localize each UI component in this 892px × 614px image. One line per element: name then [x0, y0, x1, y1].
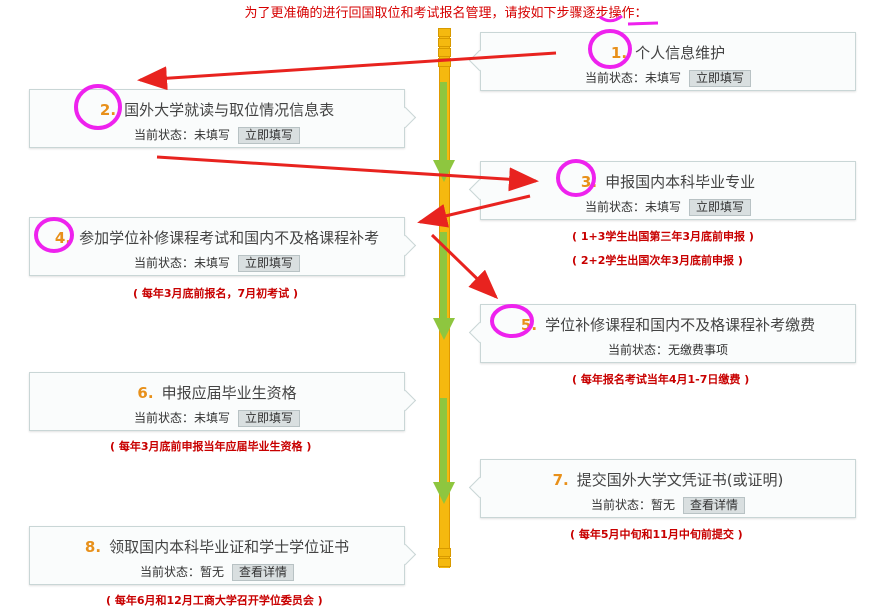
status-value: 无缴费事项: [668, 343, 729, 357]
step4-deadline-note: ( 每年3月底前报名，7月初考试 ): [133, 287, 299, 300]
step-card-3: 3. 申报国内本科毕业专业 当前状态：未填写立即填写: [480, 161, 856, 220]
fill-now-button[interactable]: 立即填写: [238, 127, 301, 144]
step-number: 1.: [610, 44, 628, 62]
timeline-dot: [438, 48, 451, 57]
fill-now-button[interactable]: 立即填写: [689, 70, 752, 87]
step-card-8: 8. 领取国内本科毕业证和学士学位证书 当前状态：暂无查看详情: [29, 526, 405, 585]
step3-deadline-note: ( 2+2学生出国次年3月底前申报 ): [572, 254, 743, 267]
timeline-dot: [438, 548, 451, 557]
step5-deadline-note: ( 每年报名考试当年4月1-7日缴费 ): [572, 373, 750, 386]
step-title: 学位补修课程和国内不及格课程补考缴费: [545, 316, 816, 334]
view-details-button[interactable]: 查看详情: [232, 564, 295, 581]
status-label: 当前状态：: [139, 565, 200, 579]
step-number: 3.: [580, 173, 598, 191]
step-title: 申报国内本科毕业专业: [605, 173, 756, 191]
fill-now-button[interactable]: 立即填写: [689, 199, 752, 216]
status-value: 未填写: [644, 71, 681, 85]
step-card-2: 2. 国外大学就读与取位情况信息表 当前状态：未填写立即填写: [29, 89, 405, 148]
step-title: 国外大学就读与取位情况信息表: [124, 101, 335, 119]
step-card-6: 6. 申报应届毕业生资格 当前状态：未填写立即填写: [29, 372, 405, 431]
timeline-green-segment: [440, 398, 447, 484]
step-number: 6.: [137, 384, 154, 402]
status-label: 当前状态：: [584, 71, 645, 85]
step-card-1: 1. 个人信息维护 当前状态：未填写立即填写: [480, 32, 856, 91]
step-number: 8.: [84, 538, 102, 556]
status-label: 当前状态：: [584, 200, 645, 214]
timeline-arrow-icon: [433, 160, 455, 182]
fill-now-button[interactable]: 立即填写: [238, 255, 301, 272]
step3-deadline-note: ( 1+3学生出国第三年3月底前申报 ): [572, 230, 754, 243]
status-label: 当前状态：: [607, 343, 668, 357]
timeline-dot: [438, 28, 451, 37]
step-title: 领取国内本科毕业证和学士学位证书: [109, 538, 350, 556]
status-label: 当前状态：: [590, 498, 651, 512]
timeline-green-segment: [440, 232, 447, 320]
step8-deadline-note: ( 每年6月和12月工商大学召开学位委员会 ): [106, 594, 323, 607]
step-card-4: 4. 参加学位补修课程考试和国内不及格课程补考 当前状态：未填写立即填写: [29, 217, 405, 276]
step6-deadline-note: ( 每年3月底前申报当年应届毕业生资格 ): [110, 440, 312, 453]
status-value: 暂无: [199, 565, 224, 579]
timeline-green-segment: [440, 82, 447, 162]
status-label: 当前状态：: [133, 411, 194, 425]
step-title: 提交国外大学文凭证书(或证明): [576, 471, 784, 489]
status-label: 当前状态：: [133, 256, 194, 270]
status-label: 当前状态：: [133, 128, 194, 142]
status-value: 未填写: [193, 256, 230, 270]
status-value: 未填写: [644, 200, 681, 214]
status-value: 未填写: [193, 128, 230, 142]
timeline-dot: [438, 558, 451, 567]
fill-now-button[interactable]: 立即填写: [238, 410, 301, 427]
status-value: 未填写: [193, 411, 230, 425]
step-card-5: 5. 学位补修课程和国内不及格课程补考缴费 当前状态：无缴费事项: [480, 304, 856, 363]
intro-instruction: 为了更准确的进行回国取位和考试报名管理，请按如下步骤逐步操作：: [244, 6, 648, 21]
step-number: 4.: [54, 229, 72, 247]
step-card-7: 7. 提交国外大学文凭证书(或证明) 当前状态：暂无查看详情: [480, 459, 856, 518]
step-number: 5.: [520, 316, 538, 334]
timeline-dot: [438, 58, 451, 67]
step-title: 参加学位补修课程考试和国内不及格课程补考: [79, 229, 380, 247]
highlight-underline: [627, 21, 659, 26]
view-details-button[interactable]: 查看详情: [683, 497, 746, 514]
status-value: 暂无: [650, 498, 675, 512]
step-number: 7.: [552, 471, 569, 489]
step-number: 2.: [99, 101, 117, 119]
timeline-arrow-icon: [433, 318, 455, 340]
step-title: 申报应届毕业生资格: [161, 384, 297, 402]
timeline-arrow-icon: [433, 482, 455, 504]
step-title: 个人信息维护: [635, 44, 726, 62]
step7-deadline-note: ( 每年5月中旬和11月中旬前提交 ): [570, 528, 743, 541]
timeline-dot: [438, 38, 451, 47]
